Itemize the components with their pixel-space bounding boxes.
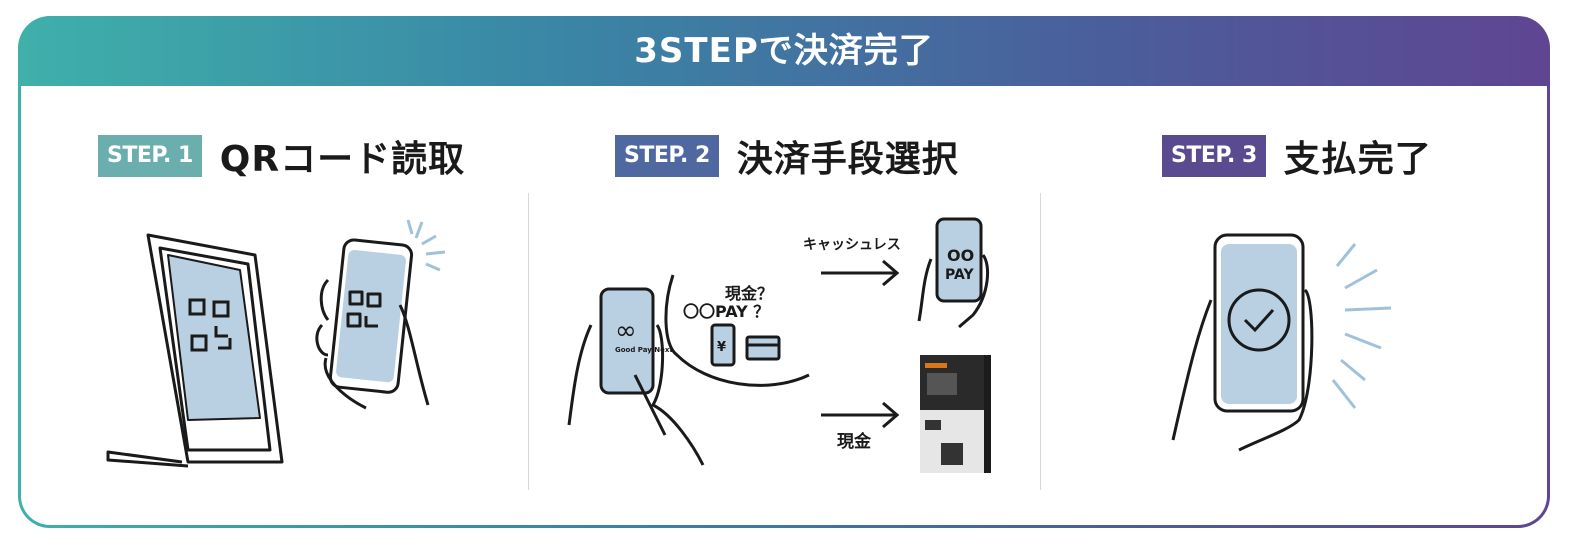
phone-in-hand bbox=[315, 238, 430, 410]
payment-complete-illustration bbox=[1171, 233, 1392, 452]
check-circle-icon bbox=[1227, 288, 1291, 352]
sparkle-lines-icon bbox=[1331, 243, 1392, 409]
step-1-badge: STEP. 1 bbox=[98, 135, 202, 177]
step-2-heading: 決済手段選択 bbox=[736, 139, 959, 180]
cash-label: 現金 bbox=[837, 431, 872, 452]
divider bbox=[528, 193, 529, 490]
payment-kiosk bbox=[920, 355, 991, 473]
divider bbox=[1040, 193, 1041, 490]
step-3-heading: 支払完了 bbox=[1283, 139, 1432, 180]
step-3-header: STEP. 3 支払完了 bbox=[1162, 130, 1432, 182]
arrow-right-icon bbox=[821, 259, 900, 287]
step-3-badge: STEP. 3 bbox=[1162, 135, 1266, 177]
yen-symbol: ¥ bbox=[717, 340, 726, 355]
step-1-header: STEP. 1 QRコード読取 bbox=[98, 130, 465, 182]
payment-choice-illustration: Good Pay Next ∞ 現金？ 〇〇PAY ？ ¥ キャッシュレス 現金… bbox=[567, 217, 991, 473]
cash-phone-icon bbox=[710, 323, 736, 367]
question-cash: 現金？ bbox=[725, 284, 773, 303]
step-2-badge: STEP. 2 bbox=[615, 135, 719, 177]
phone-pay bbox=[917, 217, 990, 329]
signal-lines-icon bbox=[406, 219, 446, 272]
qr-code-icon bbox=[188, 298, 232, 352]
qr-stand-illustration bbox=[106, 219, 446, 468]
arrow-right-icon bbox=[821, 401, 900, 429]
infinity-logo-icon: ∞ bbox=[615, 316, 637, 346]
question-pay: 〇〇PAY ？ bbox=[683, 302, 769, 321]
pay-logo-top: OO bbox=[947, 246, 974, 265]
pay-logo-bottom: PAY bbox=[945, 267, 974, 283]
credit-card-icon bbox=[745, 335, 781, 361]
step-2-header: STEP. 2 決済手段選択 bbox=[615, 130, 959, 182]
step-1-heading: QRコード読取 bbox=[219, 139, 466, 180]
app-name: Good Pay Next bbox=[615, 346, 673, 354]
cashless-label: キャッシュレス bbox=[803, 237, 901, 253]
panel-title: 3STEPで決済完了 bbox=[634, 31, 934, 71]
